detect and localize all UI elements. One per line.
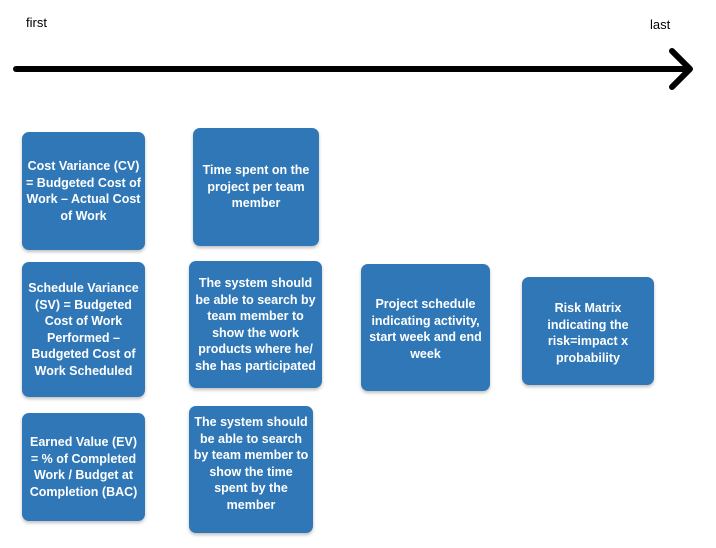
card-risk-matrix: Risk Matrix indicating the risk=impact x… <box>522 277 654 385</box>
card-project-schedule-text: Project schedule indicating activity, st… <box>369 297 482 361</box>
card-search-time-spent-text: The system should be able to search by t… <box>193 415 309 512</box>
card-risk-matrix-text: Risk Matrix indicating the risk=impact x… <box>547 301 629 365</box>
timeline-arrow-head <box>669 48 693 90</box>
card-cost-variance-text: Cost Variance (CV) = Budgeted Cost of Wo… <box>26 159 141 223</box>
card-time-spent-per-member: Time spent on the project per team membe… <box>193 128 319 246</box>
card-earned-value-text: Earned Value (EV) = % of Completed Work … <box>29 435 138 499</box>
card-search-work-products-text: The system should be able to search by t… <box>195 276 316 373</box>
card-cost-variance: Cost Variance (CV) = Budgeted Cost of Wo… <box>22 132 145 250</box>
timeline-start-label: first <box>26 15 47 30</box>
card-time-spent-per-member-text: Time spent on the project per team membe… <box>202 163 310 210</box>
card-earned-value: Earned Value (EV) = % of Completed Work … <box>22 413 145 521</box>
timeline-end-label: last <box>650 17 671 32</box>
card-schedule-variance-text: Schedule Variance (SV) = Budgeted Cost o… <box>28 281 139 378</box>
card-schedule-variance: Schedule Variance (SV) = Budgeted Cost o… <box>22 262 145 397</box>
card-search-time-spent: The system should be able to search by t… <box>189 406 313 533</box>
card-search-work-products: The system should be able to search by t… <box>189 261 322 388</box>
timeline-arrow <box>13 48 693 90</box>
card-project-schedule: Project schedule indicating activity, st… <box>361 264 490 391</box>
